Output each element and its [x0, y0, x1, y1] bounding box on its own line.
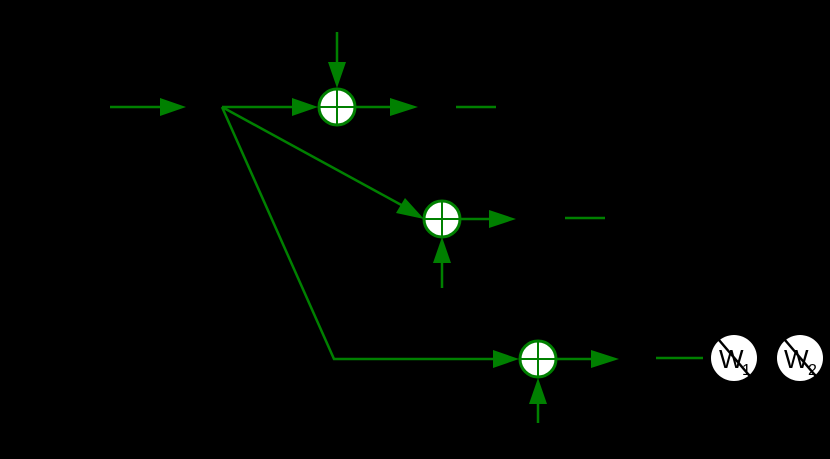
sum-1-top-input-arrow: [328, 32, 346, 88]
sum-2-output-arrow: [460, 210, 516, 228]
branch-to-sum-1: [222, 98, 318, 116]
summing-junction-3: [518, 339, 558, 379]
w1-symbol: W 1: [711, 335, 757, 382]
summing-junction-1: [317, 87, 357, 127]
sum-2-bottom-input-arrow: [433, 237, 451, 288]
input-arrow: [110, 98, 186, 116]
branch-to-sum-2: [221, 105, 424, 219]
sum-3-output-arrow: [556, 350, 619, 368]
w2-letter: W: [784, 344, 809, 374]
w1-letter: W: [719, 344, 744, 374]
w2-symbol: W 2: [777, 335, 823, 382]
branch-to-sum-3: [220, 106, 519, 368]
sum-3-bottom-input-arrow: [529, 378, 547, 423]
summing-junction-2: [422, 199, 462, 239]
sum-1-output-arrow: [355, 98, 418, 116]
